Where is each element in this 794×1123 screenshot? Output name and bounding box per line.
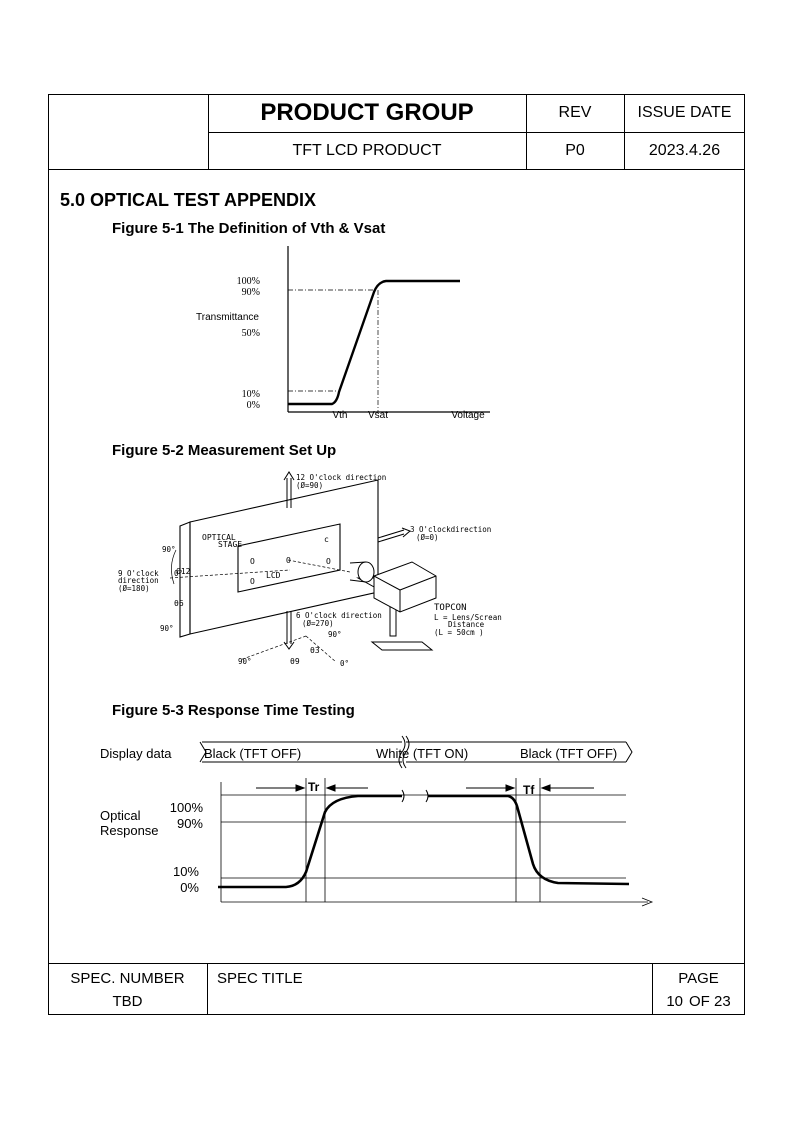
page-number: 10 OF 23 — [652, 990, 745, 1012]
dir9-angle: (Ø=180) — [118, 584, 150, 593]
dir9-label: 9 O'clock — [118, 569, 159, 578]
white-on: White (TFT ON) — [376, 746, 468, 761]
tick-50: 50% — [242, 328, 260, 339]
tr-label: Tr — [308, 780, 320, 794]
page-current: 10 — [666, 992, 683, 1010]
section-title: 5.0 OPTICAL TEST APPENDIX — [60, 190, 317, 210]
point-c: c — [324, 535, 329, 544]
angle-90-right: 90° — [328, 630, 342, 639]
page-total: OF 23 — [689, 992, 731, 1010]
figure3-diagram: Display data Black (TFT OFF) White (TFT … — [100, 735, 654, 907]
theta9-label: θ9 — [290, 657, 300, 666]
tick-10: 10% — [242, 389, 260, 400]
topcon-label: TOPCON — [434, 603, 467, 613]
point-o-3: O — [250, 577, 255, 586]
point-o-1: O — [250, 557, 255, 566]
figure1-graph: 100% 90% 50% 10% 0% Transmittance Vth Vs… — [196, 246, 490, 421]
issue-date-value: 2023.4.26 — [648, 141, 721, 159]
angle-90-lower: 90° — [238, 657, 252, 666]
response-label: Response — [100, 823, 159, 838]
angle-0-left: 0° — [174, 569, 183, 578]
level-10: 10% — [173, 864, 199, 879]
tick-vsat: Vsat — [368, 410, 388, 421]
response-curve — [218, 794, 630, 889]
header-divider-2 — [526, 94, 527, 169]
rev-label: REV — [558, 104, 592, 121]
stage-label: STAGE — [218, 540, 242, 549]
angle-guides — [169, 549, 351, 663]
header-bottom-line — [48, 169, 745, 170]
header-divider-1 — [208, 94, 209, 169]
tick-voltage: Voltage — [451, 410, 485, 421]
product-group-title: PRODUCT GROUP — [260, 99, 474, 126]
lcd-label: LCD — [266, 571, 281, 580]
lcd-points: O O c O O — [250, 535, 331, 586]
dir6-angle: (Ø=270) — [302, 619, 334, 628]
distance-label-3: (L = 50cm ) — [434, 628, 484, 637]
distance-label-2: Distance — [448, 620, 485, 629]
footer-divider-1 — [207, 963, 208, 1015]
dir3-label: 3 O'clockdirection — [410, 525, 491, 534]
black-off-1: Black (TFT OFF) — [204, 746, 301, 761]
figure1-title: Figure 5-1 The Definition of Vth & Vsat — [112, 220, 386, 237]
footer-divider-2 — [652, 963, 653, 1015]
tick-0: 0% — [247, 400, 260, 411]
page-frame — [48, 94, 745, 1015]
issue-date-label: ISSUE DATE — [637, 104, 732, 121]
spec-title-label: SPEC TITLE — [217, 970, 303, 987]
angle-90-bottom: 90° — [160, 624, 174, 633]
rev-value: P0 — [565, 141, 585, 159]
transmittance-curve — [288, 279, 460, 406]
header-mid-line — [208, 132, 745, 133]
level-100: 100% — [170, 800, 204, 815]
angle-0-lower: 0° — [340, 659, 349, 668]
y-axis-label: Transmittance — [196, 312, 259, 323]
display-data-label: Display data — [100, 746, 172, 761]
optical-label: Optical — [100, 808, 141, 823]
display-data-band — [199, 735, 633, 769]
spec-number-label: SPEC. NUMBER — [70, 969, 185, 987]
level-90: 90% — [177, 816, 203, 831]
figure2-diagram: O O c O O 12 O'clock direction (Ø=90) 3 … — [118, 471, 502, 668]
tr-tf-arrows — [256, 784, 594, 792]
axes — [287, 246, 490, 413]
response-axes — [220, 778, 654, 907]
page-label: PAGE — [678, 969, 719, 987]
tick-90: 90% — [242, 287, 260, 298]
optical-label: OPTICAL — [202, 533, 236, 542]
dir6-label: 6 O'clock direction — [296, 611, 382, 620]
dir12-angle: (Ø=90) — [296, 481, 323, 490]
footer-top-line — [48, 963, 745, 964]
theta12-label: θ12 — [176, 567, 191, 576]
theta6-label: θ6 — [174, 599, 184, 608]
dir9-label-2: direction — [118, 576, 159, 585]
figure3-title: Figure 5-3 Response Time Testing — [112, 702, 355, 719]
distance-label-1: L = Lens/Screan — [434, 613, 502, 622]
tf-label: Tf — [523, 783, 535, 797]
spec-number-value: TBD — [112, 992, 143, 1010]
point-o-4: O — [326, 557, 331, 566]
header-divider-3 — [624, 94, 625, 169]
tick-vth: Vth — [332, 410, 347, 421]
theta3-label: θ3 — [310, 646, 320, 655]
tick-100: 100% — [237, 276, 260, 287]
dir12-label: 12 O'clock direction — [296, 473, 386, 482]
product-name: TFT LCD PRODUCT — [292, 141, 442, 159]
figure2-title: Figure 5-2 Measurement Set Up — [112, 442, 337, 459]
black-off-2: Black (TFT OFF) — [520, 746, 617, 761]
level-0: 0% — [180, 880, 199, 895]
angle-90-top: 90° — [162, 545, 176, 554]
topcon-camera-icon — [349, 561, 437, 651]
curve-breaks — [401, 789, 429, 803]
dir3-angle: (Ø=0) — [416, 533, 439, 542]
point-o-2: O — [286, 556, 291, 565]
direction-arrows — [283, 471, 411, 650]
